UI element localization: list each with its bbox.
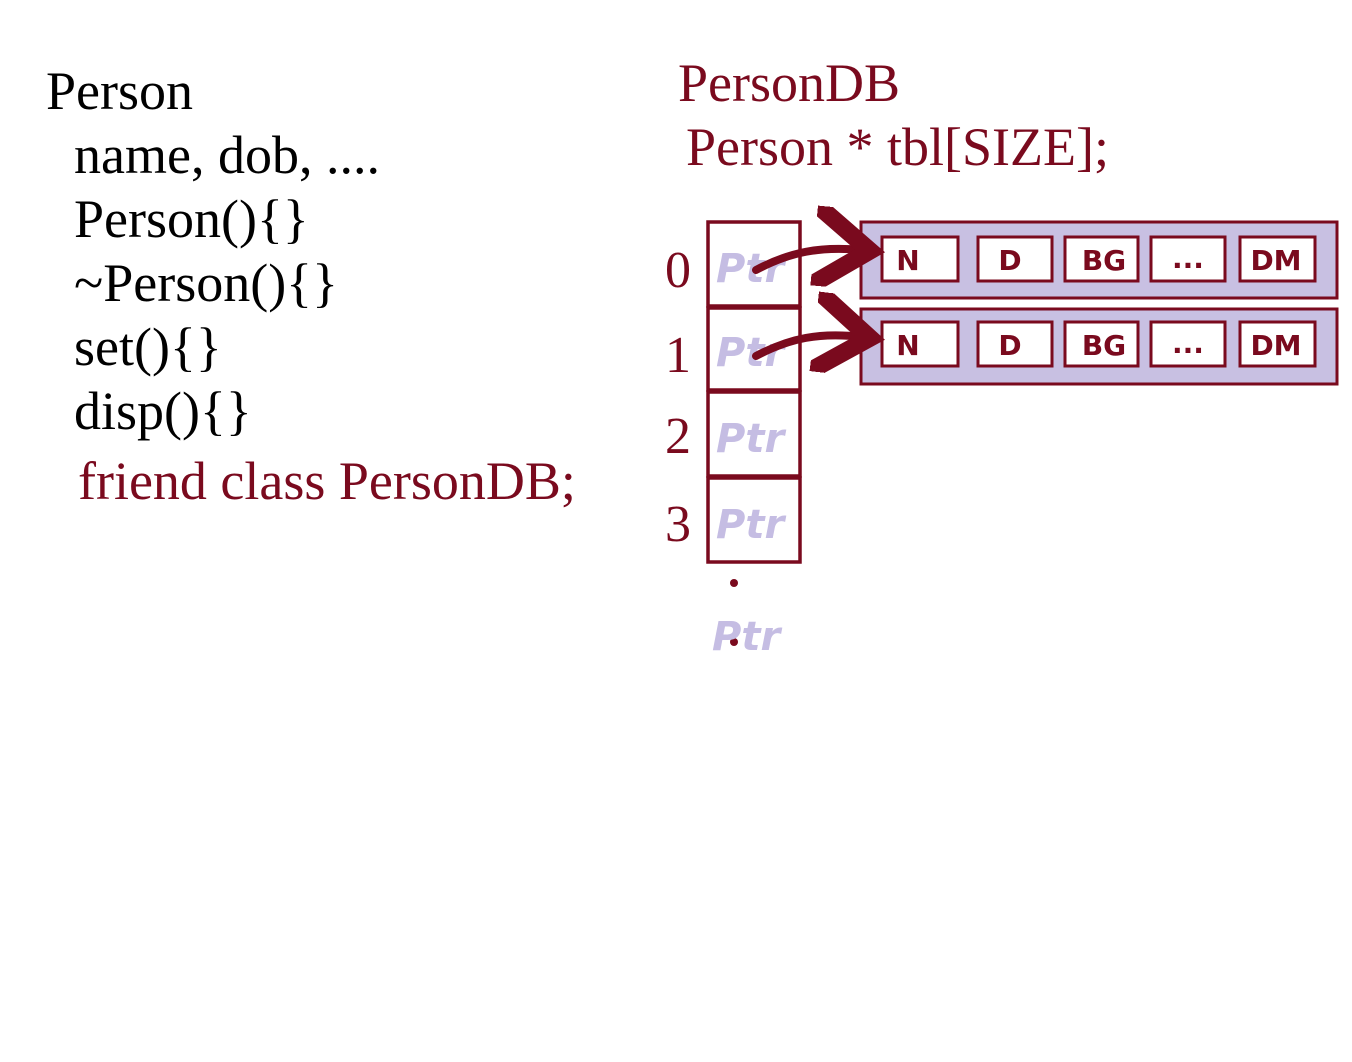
record-0-field-more: ... xyxy=(1172,242,1204,275)
record-1-field-dob-box xyxy=(976,320,1054,368)
cell-ptr-label-2: Ptr xyxy=(716,416,786,462)
persondb-title: PersonDB xyxy=(678,53,901,113)
person-record-1: N D BG ... DM xyxy=(859,307,1339,386)
cell-ptr-label-3: Ptr xyxy=(716,502,786,548)
record-1-field-dm-box xyxy=(1238,320,1317,368)
table-cells xyxy=(706,220,802,564)
person-member-constructor: Person(){} xyxy=(74,189,309,249)
person-member-set: set(){} xyxy=(74,317,222,377)
cell-ptr-label-0: Ptr xyxy=(716,246,786,292)
table-cell-0 xyxy=(706,220,802,308)
pointer-arrow-0 xyxy=(752,249,862,270)
record-0-field-bg-box xyxy=(1063,235,1140,283)
table-cell-2 xyxy=(706,390,802,478)
overflow-ptr-label: Ptr xyxy=(712,614,782,660)
record-0-field-name-box xyxy=(880,235,960,283)
person-friend-declaration: friend class PersonDB; xyxy=(78,451,576,511)
record-0-field-dm: DM xyxy=(1250,244,1301,277)
table-cell-3 xyxy=(706,476,802,564)
table-index-0: 0 xyxy=(665,242,691,299)
record-0-field-dob-box xyxy=(976,235,1054,283)
record-1-field-bg: BG xyxy=(1082,329,1126,362)
person-class-title: Person xyxy=(46,61,193,121)
person-member-destructor: ~Person(){} xyxy=(74,253,339,313)
record-0-field-more-box xyxy=(1149,235,1227,283)
table-index-1: 1 xyxy=(665,327,691,384)
record-0-field-dm-box xyxy=(1238,235,1317,283)
table-index-2: 2 xyxy=(665,408,691,465)
table-index-3: 3 xyxy=(665,496,691,553)
pointer-arrow-1 xyxy=(752,335,862,356)
record-1-field-dm: DM xyxy=(1250,329,1301,362)
cell-ptr-label-1: Ptr xyxy=(716,330,786,376)
table-cell-1 xyxy=(706,306,802,392)
continuation-dot-1 xyxy=(730,579,738,587)
person-record-0: N D BG ... DM xyxy=(859,220,1339,300)
persondb-declaration: Person * tbl[SIZE]; xyxy=(686,117,1109,177)
person-member-disp: disp(){} xyxy=(74,381,252,441)
record-1-field-name-box xyxy=(880,320,960,368)
record-1-field-more: ... xyxy=(1172,327,1204,360)
record-0-field-name: N xyxy=(896,244,919,277)
record-1-field-bg-box xyxy=(1063,320,1140,368)
record-0-field-dob: D xyxy=(998,244,1021,277)
record-1-field-dob: D xyxy=(998,329,1021,362)
record-0-field-bg: BG xyxy=(1082,244,1126,277)
record-1-field-more-box xyxy=(1149,320,1227,368)
continuation-dot-2 xyxy=(730,638,738,646)
record-1-field-name: N xyxy=(896,329,919,362)
person-member-fields: name, dob, .... xyxy=(74,125,380,185)
